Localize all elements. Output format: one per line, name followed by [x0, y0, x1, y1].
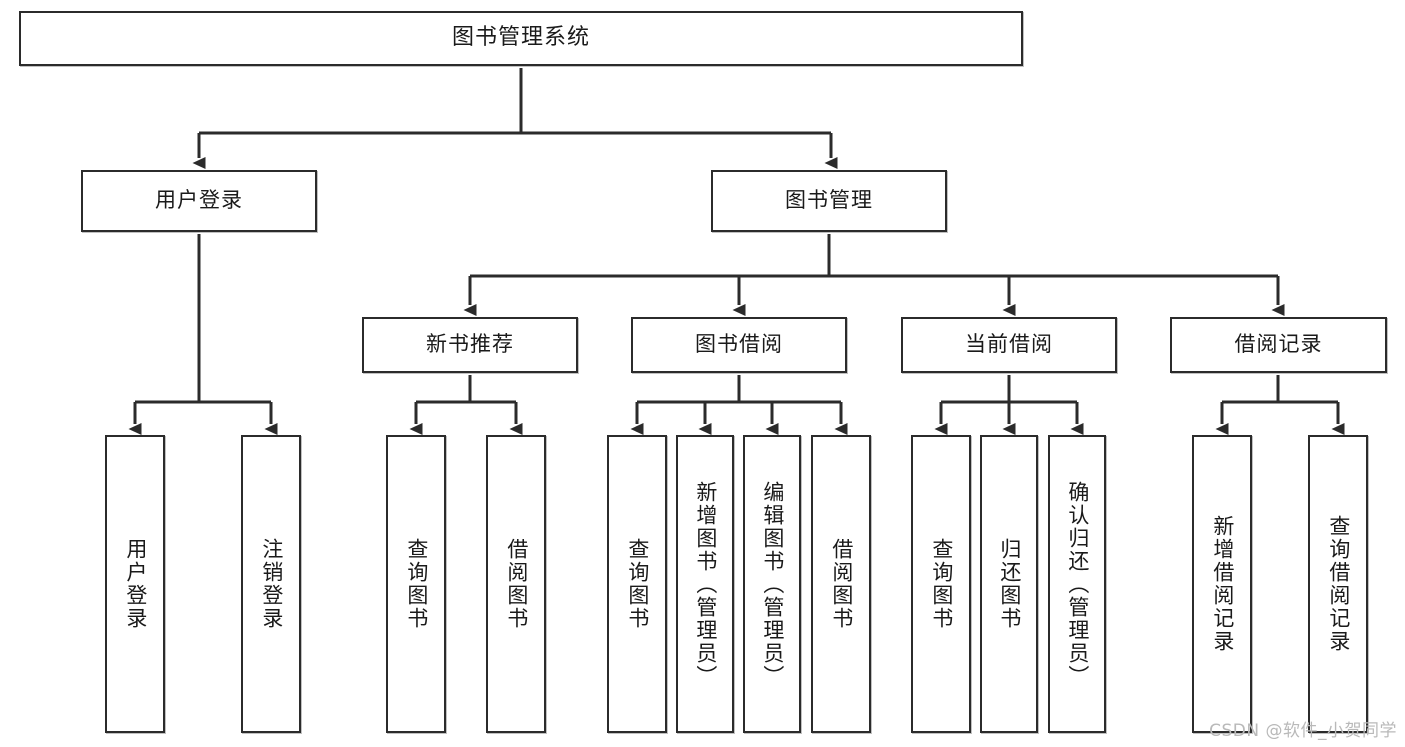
node-leaf-add-record-label: 新增借阅记录 — [1210, 515, 1235, 653]
node-leaf-add-record[interactable]: 新增借阅记录 — [1192, 435, 1252, 733]
node-leaf-query-book-1-label: 查询图书 — [404, 538, 429, 630]
node-leaf-return-book-label: 归还图书 — [997, 538, 1022, 630]
node-leaf-add-book[interactable]: 新增图书（管理员） — [676, 435, 734, 733]
node-leaf-user-login[interactable]: 用户登录 — [105, 435, 165, 733]
node-borrow-record[interactable]: 借阅记录 — [1170, 317, 1387, 373]
node-leaf-user-logout[interactable]: 注销登录 — [241, 435, 301, 733]
node-leaf-borrow-book-2-label: 借阅图书 — [829, 538, 854, 630]
node-leaf-confirm-return[interactable]: 确认归还（管理员） — [1048, 435, 1106, 733]
node-leaf-query-book-2-label: 查询图书 — [625, 538, 650, 630]
node-leaf-query-book-2[interactable]: 查询图书 — [607, 435, 667, 733]
node-new-book-recommend-label: 新书推荐 — [426, 332, 514, 357]
watermark-text: CSDN @软件_小贺同学 — [1209, 721, 1397, 741]
node-root-label: 图书管理系统 — [451, 25, 590, 51]
node-leaf-borrow-book-1[interactable]: 借阅图书 — [486, 435, 546, 733]
node-leaf-query-record-label: 查询借阅记录 — [1326, 515, 1351, 653]
node-new-book-recommend[interactable]: 新书推荐 — [362, 317, 578, 373]
node-leaf-query-book-1[interactable]: 查询图书 — [386, 435, 446, 733]
node-leaf-user-login-label: 用户登录 — [123, 538, 148, 630]
node-current-borrow[interactable]: 当前借阅 — [901, 317, 1117, 373]
node-leaf-borrow-book-2[interactable]: 借阅图书 — [811, 435, 871, 733]
node-leaf-user-logout-label: 注销登录 — [259, 538, 284, 630]
node-leaf-edit-book[interactable]: 编辑图书（管理员） — [743, 435, 801, 733]
node-leaf-return-book[interactable]: 归还图书 — [980, 435, 1038, 733]
node-book-borrow[interactable]: 图书借阅 — [631, 317, 847, 373]
node-leaf-query-record[interactable]: 查询借阅记录 — [1308, 435, 1368, 733]
node-user-login[interactable]: 用户登录 — [81, 170, 317, 232]
node-leaf-borrow-book-1-label: 借阅图书 — [504, 538, 529, 630]
node-leaf-query-book-3[interactable]: 查询图书 — [911, 435, 971, 733]
node-leaf-confirm-return-label: 确认归还（管理员） — [1065, 480, 1090, 688]
node-user-login-label: 用户登录 — [155, 188, 243, 213]
node-borrow-record-label: 借阅记录 — [1234, 332, 1323, 357]
node-book-borrow-label: 图书借阅 — [695, 332, 783, 357]
node-book-manage[interactable]: 图书管理 — [711, 170, 947, 232]
node-leaf-query-book-3-label: 查询图书 — [929, 538, 954, 630]
node-leaf-add-book-label: 新增图书（管理员） — [693, 480, 718, 688]
node-leaf-edit-book-label: 编辑图书（管理员） — [760, 480, 785, 688]
node-root[interactable]: 图书管理系统 — [19, 11, 1023, 66]
node-current-borrow-label: 当前借阅 — [965, 332, 1053, 357]
node-book-manage-label: 图书管理 — [785, 188, 873, 213]
